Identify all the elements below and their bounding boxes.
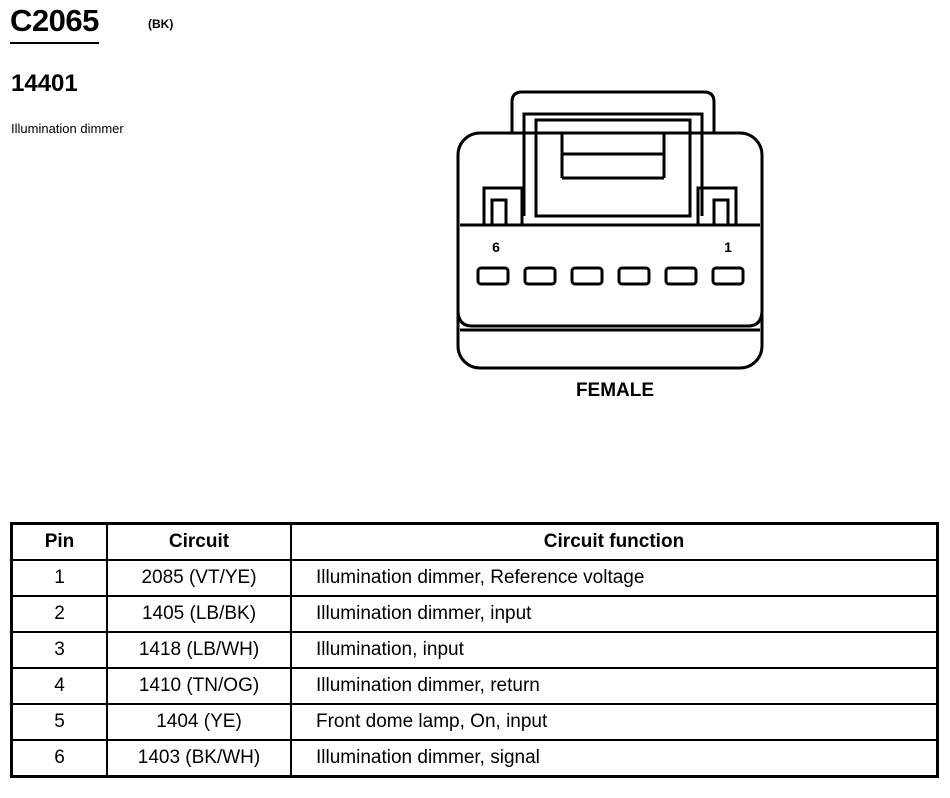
pin-cavity-5 [523, 266, 557, 286]
table-row: 5 1404 (YE) Front dome lamp, On, input [10, 703, 939, 741]
cell-circuit: 2085 (VT/YE) [106, 559, 292, 597]
cell-circuit: 1418 (LB/WH) [106, 631, 292, 669]
cell-function: Illumination dimmer, Reference voltage [290, 559, 939, 597]
cell-circuit: 1404 (YE) [106, 703, 292, 741]
cell-function: Illumination, input [290, 631, 939, 669]
header-function: Circuit function [290, 522, 939, 561]
cell-circuit: 1405 (LB/BK) [106, 595, 292, 633]
cell-function: Illumination dimmer, return [290, 667, 939, 705]
pin-label-left: 6 [492, 239, 500, 255]
locking-tab-inner [522, 112, 704, 216]
body-bottom-step [456, 309, 764, 328]
cell-pin: 3 [10, 631, 108, 669]
cell-function: Illumination dimmer, signal [290, 739, 939, 778]
guide-block-right [696, 186, 738, 225]
guide-block-left-inner [490, 198, 508, 225]
cell-pin: 4 [10, 667, 108, 705]
locking-tab-outer [510, 90, 716, 133]
cell-pin: 2 [10, 595, 108, 633]
gender-label: FEMALE [575, 380, 655, 401]
table-row: 3 1418 (LB/WH) Illumination, input [10, 631, 939, 669]
table-row: 4 1410 (TN/OG) Illumination dimmer, retu… [10, 667, 939, 705]
table-row: 2 1405 (LB/BK) Illumination dimmer, inpu… [10, 595, 939, 633]
connector-face-diagram: 6 1 [456, 90, 764, 370]
header-circuit: Circuit [106, 522, 292, 561]
part-description: Illumination dimmer [11, 121, 124, 136]
part-number: 14401 [11, 70, 78, 97]
cell-pin: 6 [10, 739, 108, 778]
cell-pin: 5 [10, 703, 108, 741]
latch-inner-frame [534, 118, 692, 218]
table-row: 1 2085 (VT/YE) Illumination dimmer, Refe… [10, 559, 939, 597]
guide-block-left [482, 186, 524, 225]
header-pin: Pin [10, 522, 108, 561]
pin-cavity-4 [570, 266, 604, 286]
pin-cavity-2 [664, 266, 698, 286]
cell-function: Illumination dimmer, input [290, 595, 939, 633]
pinout-table: Pin Circuit Circuit function 1 2085 (VT/… [10, 522, 939, 778]
pin-cavity-6 [476, 266, 510, 286]
guide-block-right-inner [712, 198, 730, 225]
cell-function: Front dome lamp, On, input [290, 703, 939, 741]
connector-body [456, 131, 764, 370]
cell-pin: 1 [10, 559, 108, 597]
cell-circuit: 1403 (BK/WH) [106, 739, 292, 778]
connector-id: C2065 [10, 2, 99, 44]
cell-circuit: 1410 (TN/OG) [106, 667, 292, 705]
pin-label-right: 1 [724, 239, 732, 255]
pin-cavity-1 [711, 266, 745, 286]
table-header-row: Pin Circuit Circuit function [10, 522, 939, 561]
pin-cavity-3 [617, 266, 651, 286]
table-row: 6 1403 (BK/WH) Illumination dimmer, sign… [10, 739, 939, 778]
connector-color: (BK) [148, 17, 174, 31]
